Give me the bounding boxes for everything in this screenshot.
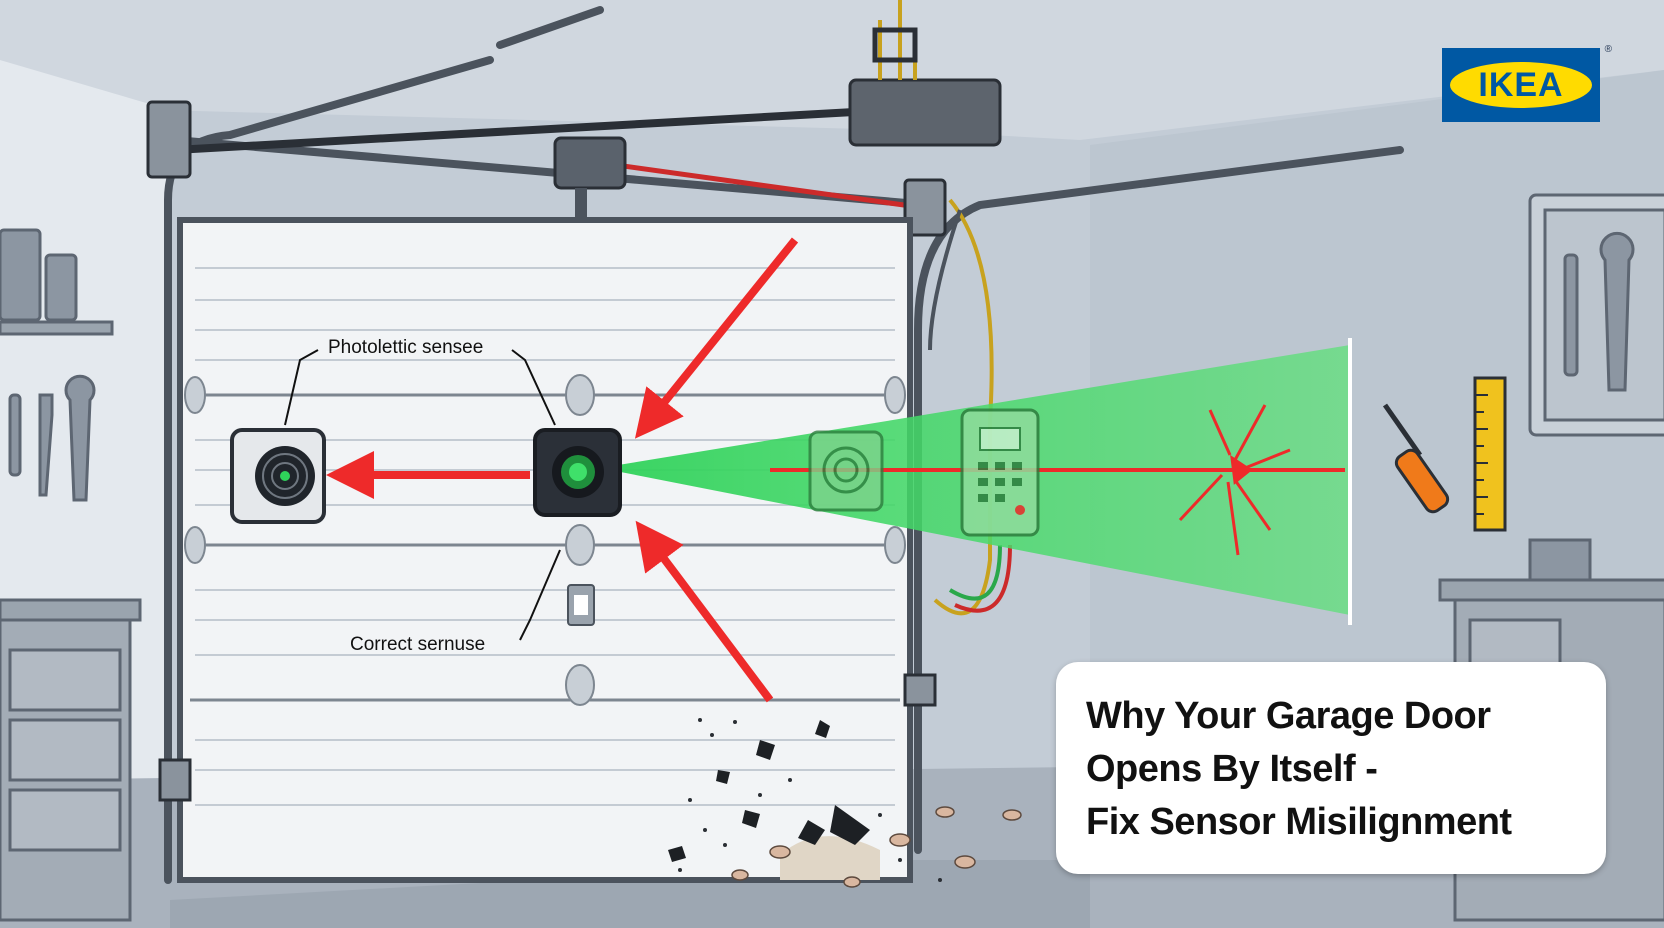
garage-door-opener-icon [146, 0, 1002, 263]
left-wall-tools [0, 228, 142, 922]
control-panel-icon [960, 408, 1040, 537]
title-line-2: Opens By Itself - [1086, 748, 1378, 790]
ghost-sensor-icon [808, 430, 884, 512]
ruler-icon [1473, 376, 1507, 532]
debris-icon [668, 718, 1022, 888]
callout-leaders [284, 349, 561, 641]
warning-arrows [326, 237, 799, 703]
title-card: Why Your Garage Door Opens By Itself - F… [1056, 662, 1606, 874]
center-sensor-icon [533, 428, 622, 517]
logo-registered-mark: ® [1604, 44, 1612, 55]
arrow-from-top [634, 237, 799, 439]
arrow-from-bottom [635, 520, 774, 703]
title-line-1: Why Your Garage Door [1086, 695, 1491, 737]
ikea-logo: IKEA ® [1442, 44, 1612, 122]
logo-wordmark: IKEA [1478, 65, 1564, 104]
left-sensor-icon [230, 428, 326, 524]
garage-door [158, 217, 937, 883]
logo-oval: IKEA [1450, 62, 1592, 108]
sensor-wiring [928, 198, 1012, 616]
screwdriver-icon [1382, 403, 1450, 514]
callout-photoelectric-sensor: Photolettic sensee [328, 337, 484, 358]
callout-correct-sensor: Correct sernuse [350, 634, 486, 655]
title-line-3: Fix Sensor Misilignment [1086, 801, 1512, 843]
beam-break-icon [1178, 404, 1291, 556]
wrench-icon [38, 393, 54, 497]
screwdriver-wall-icon [8, 393, 22, 477]
